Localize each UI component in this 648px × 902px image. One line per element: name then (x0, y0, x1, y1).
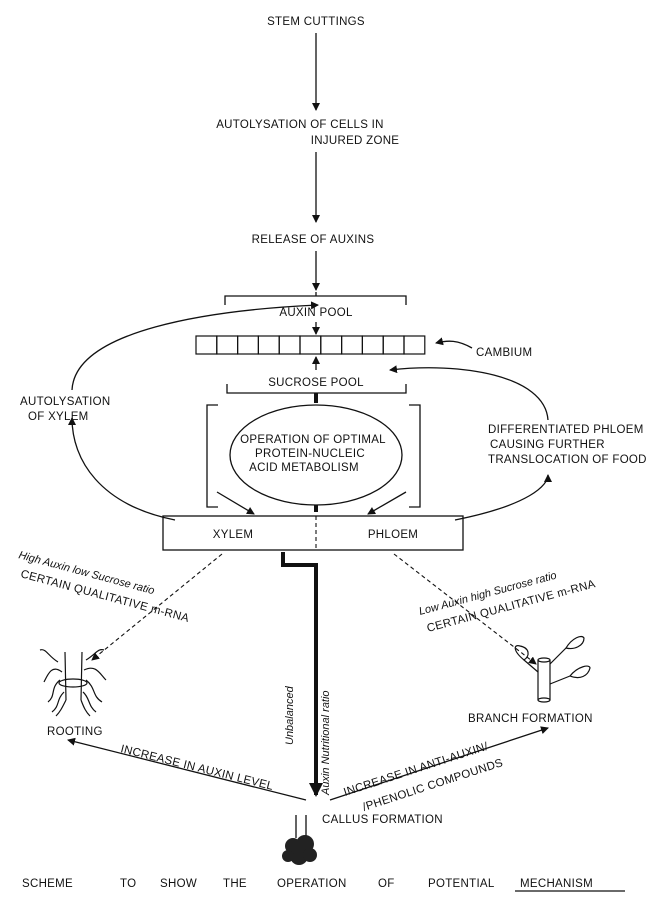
arrow-bracket-to-phloem (368, 492, 406, 514)
node-branch-formation: BRANCH FORMATION (468, 713, 593, 725)
node-autolysation-xylem-line1: AUTOLYSATION (20, 396, 111, 408)
cambium-cell (238, 336, 259, 354)
node-diff-phloem-line1: DIFFERENTIATED PHLOEM (488, 424, 644, 436)
node-auxin-pool: AUXIN POOL (279, 307, 353, 319)
caption-word: TO (120, 878, 136, 890)
caption-word: THE (223, 878, 247, 890)
arrow-to-callus (283, 552, 316, 795)
cambium-cell (279, 336, 300, 354)
rooting-illustration (40, 650, 106, 716)
arrow-bracket-to-xylem (217, 492, 254, 514)
node-release-auxins: RELEASE OF AUXINS (252, 234, 375, 246)
cambium-cell (300, 336, 321, 354)
node-cambium: CAMBIUM (476, 347, 532, 359)
label-nutritional-ratio: Auxin Nutritional ratio (320, 690, 332, 796)
node-autolysation-line2: INJURED ZONE (311, 135, 400, 147)
callus-illustration (282, 835, 317, 865)
caption-word: SHOW (160, 878, 197, 890)
arrow-differentiated-to-sucrose (390, 368, 548, 420)
left-large-bracket (207, 405, 218, 507)
arrow-xylem-to-autolysation (72, 418, 175, 520)
node-metabolism-line1: OPERATION OF OPTIMAL (240, 434, 386, 446)
cambium-cell (321, 336, 342, 354)
label-unbalanced: Unbalanced (284, 685, 296, 745)
caption-word: POTENTIAL (428, 878, 495, 890)
node-autolysation-xylem-line2: OF XYLEM (28, 411, 89, 423)
node-diff-phloem-line2: CAUSING FURTHER (490, 439, 605, 451)
arrow-cambium-label (436, 341, 472, 348)
figure-caption: SCHEME TO SHOW THE OPERATION OF POTENTIA… (22, 878, 625, 891)
cambium-cell (404, 336, 425, 354)
cambium-cell-row (196, 336, 425, 354)
node-diff-phloem-line3: TRANSLOCATION OF FOOD (488, 454, 647, 466)
cambium-cell (217, 336, 238, 354)
caption-word: OF (378, 878, 395, 890)
node-metabolism-line3: ACID METABOLISM (249, 462, 359, 474)
auxin-pool-bracket (225, 296, 406, 305)
label-increase-auxin: INCREASE IN AUXIN LEVEL (119, 743, 275, 793)
cambium-cell (342, 336, 363, 354)
branch-illustration (515, 636, 590, 702)
caption-word: OPERATION (277, 878, 347, 890)
node-xylem: XYLEM (213, 529, 254, 541)
node-sucrose-pool: SUCROSE POOL (268, 377, 364, 389)
cambium-cell (362, 336, 383, 354)
cambium-cell (383, 336, 404, 354)
node-rooting: ROOTING (47, 726, 103, 738)
node-metabolism-line2: PROTEIN-NUCLEIC (255, 448, 365, 460)
node-stem-cuttings: STEM CUTTINGS (267, 16, 365, 28)
node-callus-formation: CALLUS FORMATION (322, 814, 443, 826)
caption-word: SCHEME (22, 878, 73, 890)
right-large-bracket (409, 405, 420, 507)
node-phloem: PHLOEM (368, 529, 418, 541)
caption-word: MECHANISM (520, 878, 593, 890)
arrow-phloem-to-differentiated (455, 475, 548, 520)
cambium-cell (196, 336, 217, 354)
cambium-cell (258, 336, 279, 354)
node-autolysation-line1: AUTOLYSATION OF CELLS IN (216, 119, 384, 131)
